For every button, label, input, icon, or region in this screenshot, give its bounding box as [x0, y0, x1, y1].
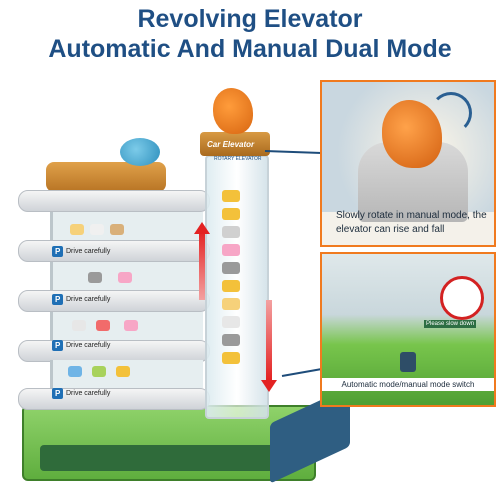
manual-mode-callout: Slowly rotate in manual mode, the elevat…	[320, 80, 496, 247]
parking-badge: P	[52, 340, 64, 351]
arrow-up-head-icon	[194, 222, 210, 234]
callout-connector	[281, 367, 326, 377]
toy-car	[96, 320, 110, 331]
spiral-ramp-level	[18, 388, 210, 410]
toy-car	[68, 366, 82, 377]
arrow-up-icon	[199, 230, 205, 300]
toy-car	[88, 272, 102, 283]
toy-car	[118, 272, 132, 283]
spiral-ramp-level	[18, 290, 210, 312]
elevator-top-cap	[200, 132, 270, 156]
arrow-down-icon	[266, 300, 272, 380]
drive-sign: Drive carefully	[66, 296, 111, 303]
headline-line-2: Automatic And Manual Dual Mode	[48, 35, 452, 63]
mode-switch-caption: Automatic mode/manual mode switch	[322, 378, 494, 391]
mode-switch-icon	[400, 352, 416, 372]
toy-car	[70, 224, 84, 235]
toy-car	[110, 224, 124, 235]
toy-car	[90, 224, 104, 235]
toy-car	[92, 366, 106, 377]
elevator-label: Car Elevator	[207, 140, 255, 149]
elevator-car-stack	[222, 190, 240, 390]
elevator-sublabel: ROTARY ELEVATOR	[214, 156, 262, 162]
slow-down-sign: Please slow down	[424, 320, 477, 328]
rotate-arrow-icon	[430, 92, 472, 134]
toy-car	[124, 320, 138, 331]
tower-roof	[46, 162, 166, 192]
headline-line-1: Revolving Elevator	[137, 5, 363, 33]
orange-dinosaur-figure	[213, 88, 253, 134]
drive-sign: Drive carefully	[66, 390, 111, 397]
parking-badge: P	[52, 246, 64, 257]
spiral-ramp-level	[18, 240, 210, 262]
mode-switch-callout: Please slow down Automatic mode/manual m…	[320, 252, 496, 407]
arrow-down-head-icon	[261, 380, 277, 392]
no-dinosaur-sign-icon	[440, 276, 484, 320]
spiral-ramp-level	[18, 340, 210, 362]
manual-mode-caption: Slowly rotate in manual mode, the elevat…	[336, 210, 487, 235]
base-front-panel	[40, 445, 280, 471]
drive-sign: Drive carefully	[66, 248, 111, 255]
spiral-ramp-level	[18, 190, 210, 212]
callout-connector	[264, 150, 325, 155]
drive-sign: Drive carefully	[66, 342, 111, 349]
toy-car	[116, 366, 130, 377]
parking-badge: P	[52, 388, 64, 399]
toy-car	[72, 320, 86, 331]
parking-badge: P	[52, 294, 64, 305]
blue-dinosaur-figure	[120, 138, 160, 166]
